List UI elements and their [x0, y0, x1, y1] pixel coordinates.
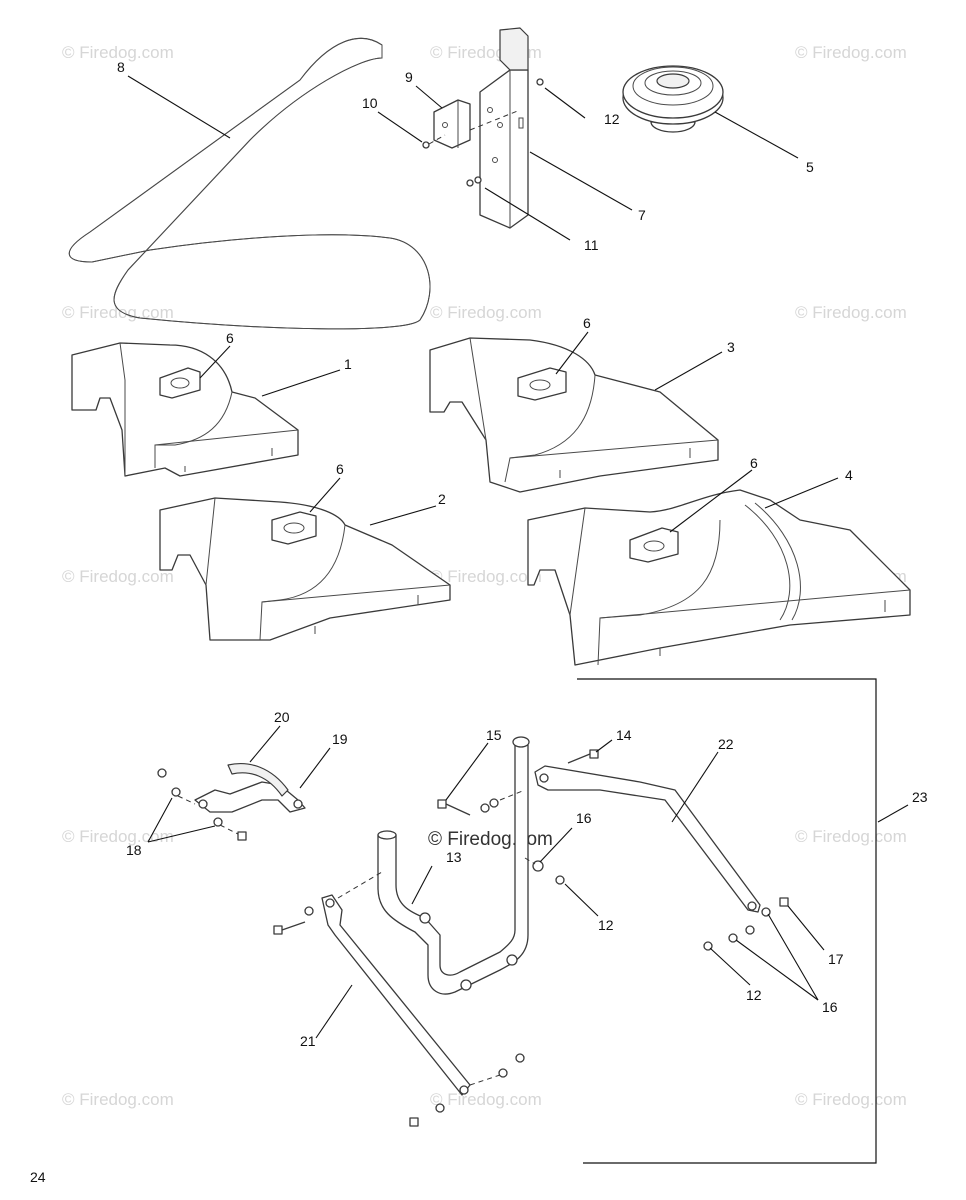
mounting-bracket-icon: [479, 27, 529, 229]
callout-5: 5: [806, 159, 814, 175]
callout-23: 23: [912, 789, 928, 805]
callout-10: 10: [362, 95, 378, 111]
callout-12: 12: [598, 917, 614, 933]
fastener-icon: [437, 749, 599, 885]
belt-guard-icon: [71, 342, 299, 477]
linkage-rod-icon: [534, 765, 789, 951]
v-belt-icon: [68, 37, 431, 330]
callout-14: 14: [616, 727, 632, 743]
callout-12: 12: [604, 111, 620, 127]
pulley-icon: [622, 65, 724, 133]
watermark-center: © Firedog.com: [428, 829, 553, 850]
callout-4: 4: [845, 467, 853, 483]
callout-6: 6: [583, 315, 591, 331]
callout-13: 13: [446, 849, 462, 865]
screw-icon: [422, 78, 544, 187]
callout-7: 7: [638, 207, 646, 223]
watermark: © Firedog.com: [430, 303, 542, 322]
bent-tube-icon: [377, 736, 530, 995]
bracket-strap-icon: [157, 763, 306, 841]
callout-19: 19: [332, 731, 348, 747]
clip-bracket-icon: [433, 99, 471, 149]
watermark: © Firedog.com: [62, 43, 174, 62]
watermark: © Firedog.com: [795, 43, 907, 62]
watermark: © Firedog.com: [795, 303, 907, 322]
callout-6: 6: [750, 455, 758, 471]
watermark: © Firedog.com: [430, 1090, 542, 1109]
watermark: © Firedog.com: [795, 1090, 907, 1109]
callout-15: 15: [486, 727, 502, 743]
callout-11: 11: [584, 237, 599, 253]
callout-6: 6: [226, 330, 234, 346]
callout-3: 3: [727, 339, 735, 355]
watermark: © Firedog.com: [430, 567, 542, 586]
callout-16: 16: [822, 999, 838, 1015]
belt-guard-icon: [527, 489, 911, 666]
callout-1: 1: [344, 356, 352, 372]
leader-lines: [127, 75, 909, 1039]
callout-6: 6: [336, 461, 344, 477]
callout-12: 12: [746, 987, 762, 1003]
watermark: © Firedog.com: [62, 827, 174, 846]
callout-18: 18: [126, 842, 142, 858]
callout-21: 21: [300, 1033, 316, 1049]
callout-labels: 8 9 10 12 5 7 11 6 1 6 3 6 2 6 4 20 19 1…: [117, 59, 928, 1049]
callout-8: 8: [117, 59, 125, 75]
belt-guard-icon: [429, 337, 719, 493]
callout-9: 9: [405, 69, 413, 85]
callout-2: 2: [438, 491, 446, 507]
callout-16: 16: [576, 810, 592, 826]
callout-22: 22: [718, 736, 734, 752]
watermark: © Firedog.com: [62, 303, 174, 322]
linkage-rod-icon: [273, 871, 525, 1127]
callout-20: 20: [274, 709, 290, 725]
watermark: © Firedog.com: [62, 567, 174, 586]
page-number: 24: [30, 1169, 46, 1185]
group-bracket: [577, 678, 877, 1164]
watermark: © Firedog.com: [795, 827, 907, 846]
watermark: © Firedog.com: [62, 1090, 174, 1109]
belt-guard-icon: [159, 497, 451, 641]
callout-17: 17: [828, 951, 844, 967]
